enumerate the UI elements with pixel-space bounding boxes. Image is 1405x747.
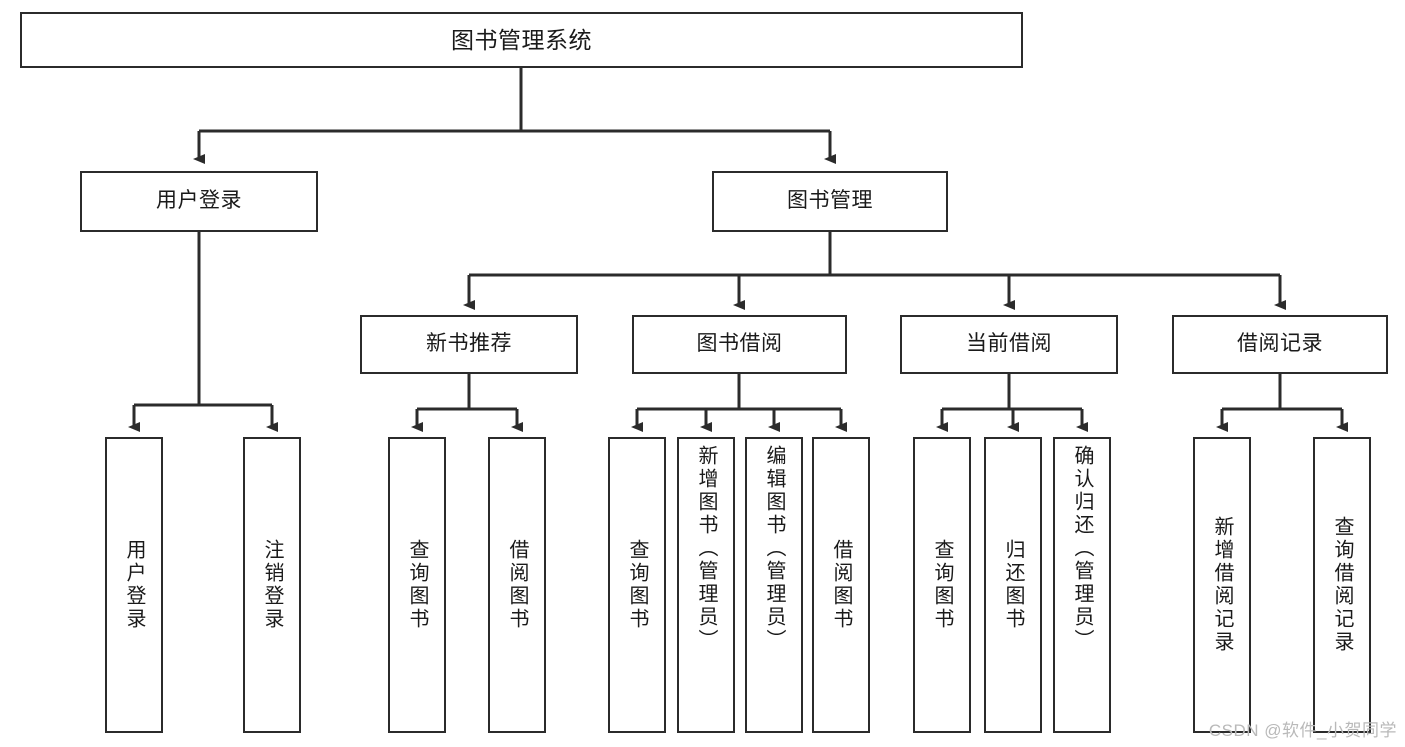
node-leaf-logout[interactable]: 注销登录	[243, 437, 301, 733]
node-leaf-add-record-label: 新增借阅记录	[1211, 516, 1233, 654]
node-borrow-record-label: 借阅记录	[1237, 332, 1323, 356]
node-leaf-borrow-book-2-label: 借阅图书	[830, 539, 852, 631]
node-root-label: 图书管理系统	[451, 26, 592, 53]
node-leaf-add-record[interactable]: 新增借阅记录	[1193, 437, 1251, 733]
node-leaf-query-record[interactable]: 查询借阅记录	[1313, 437, 1371, 733]
node-leaf-query-record-label: 查询借阅记录	[1331, 516, 1353, 654]
node-leaf-query-book-1-label: 查询图书	[406, 539, 428, 631]
watermark: CSDN @软件_小贺同学	[1208, 721, 1397, 740]
node-leaf-query-book-3[interactable]: 查询图书	[913, 437, 971, 733]
node-leaf-user-login[interactable]: 用户登录	[105, 437, 163, 733]
node-leaf-confirm-return[interactable]: 确认归还（管理员）	[1053, 437, 1111, 733]
node-new-book-rec-label: 新书推荐	[426, 332, 512, 356]
node-leaf-return-book[interactable]: 归还图书	[984, 437, 1042, 733]
node-book-manage-label: 图书管理	[787, 189, 873, 213]
node-leaf-edit-book[interactable]: 编辑图书（管理员）	[745, 437, 803, 733]
node-leaf-query-book-1[interactable]: 查询图书	[388, 437, 446, 733]
node-leaf-borrow-book-1-label: 借阅图书	[506, 539, 528, 631]
node-leaf-confirm-return-label: 确认归还（管理员）	[1071, 445, 1093, 652]
node-leaf-add-book[interactable]: 新增图书（管理员）	[677, 437, 735, 733]
node-book-manage[interactable]: 图书管理	[712, 171, 948, 232]
node-root[interactable]: 图书管理系统	[20, 12, 1023, 68]
node-leaf-borrow-book-1[interactable]: 借阅图书	[488, 437, 546, 733]
node-leaf-edit-book-label: 编辑图书（管理员）	[763, 445, 785, 652]
node-leaf-query-book-3-label: 查询图书	[931, 539, 953, 631]
node-new-book-rec[interactable]: 新书推荐	[360, 315, 578, 374]
node-leaf-return-book-label: 归还图书	[1002, 539, 1024, 631]
node-book-borrow-label: 图书借阅	[696, 332, 783, 356]
node-user-login[interactable]: 用户登录	[80, 171, 318, 232]
node-leaf-logout-label: 注销登录	[261, 539, 283, 631]
node-leaf-user-login-label: 用户登录	[123, 539, 145, 631]
node-leaf-query-book-2[interactable]: 查询图书	[608, 437, 666, 733]
node-current-borrow[interactable]: 当前借阅	[900, 315, 1118, 374]
node-leaf-query-book-2-label: 查询图书	[626, 539, 648, 631]
node-borrow-record[interactable]: 借阅记录	[1172, 315, 1388, 374]
node-book-borrow[interactable]: 图书借阅	[632, 315, 847, 374]
node-leaf-borrow-book-2[interactable]: 借阅图书	[812, 437, 870, 733]
node-current-borrow-label: 当前借阅	[966, 332, 1052, 356]
node-leaf-add-book-label: 新增图书（管理员）	[695, 445, 717, 652]
node-user-login-label: 用户登录	[156, 189, 242, 213]
